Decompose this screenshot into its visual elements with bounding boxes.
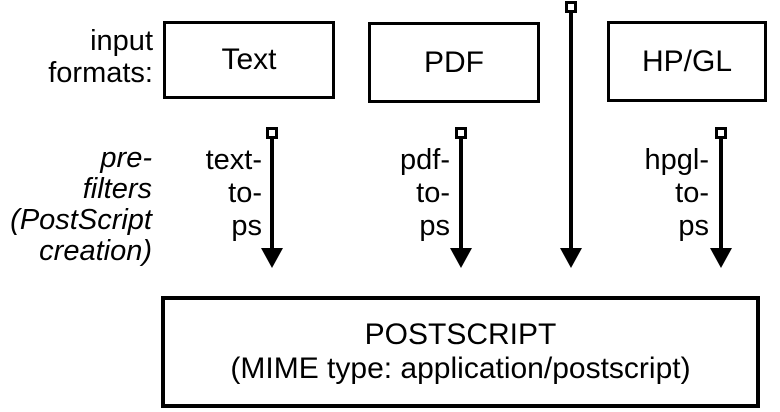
- prefilters-row-label: pre- filters (PostScript creation): [10, 142, 152, 267]
- format-box-hpgl-label: HP/GL: [641, 44, 733, 78]
- texttops-filter-label: text- to- ps: [205, 144, 262, 242]
- arrow-line: [270, 137, 274, 250]
- pdftops-filter-label: pdf- to- ps: [400, 144, 450, 242]
- postscript-output-box: POSTSCRIPT (MIME type: application/posts…: [161, 296, 760, 408]
- texttops-arrow: [261, 127, 283, 268]
- arrowhead-down-icon: [560, 248, 582, 268]
- arrow-line: [569, 11, 573, 250]
- input-formats-row-label: input formats:: [48, 25, 153, 89]
- arrow-line: [459, 137, 463, 250]
- format-box-pdf: PDF: [368, 22, 540, 103]
- arrowhead-down-icon: [710, 248, 732, 268]
- hpgltops-arrow: [710, 127, 732, 268]
- arrowhead-down-icon: [450, 248, 472, 268]
- postscript-output-subtitle: (MIME type: application/postscript): [230, 352, 691, 385]
- format-box-hpgl: HP/GL: [607, 21, 767, 102]
- hpgltops-filter-label: hpgl- to- ps: [644, 144, 710, 242]
- postscript-output-title: POSTSCRIPT: [364, 318, 557, 351]
- format-box-text-label: Text: [221, 43, 277, 76]
- arrowhead-down-icon: [261, 248, 283, 268]
- arrow-line: [719, 137, 723, 250]
- format-box-pdf-label: PDF: [424, 45, 484, 79]
- format-box-text: Text: [163, 21, 335, 99]
- pdftops-arrow: [450, 127, 472, 268]
- direct-postscript-arrow: [560, 1, 582, 268]
